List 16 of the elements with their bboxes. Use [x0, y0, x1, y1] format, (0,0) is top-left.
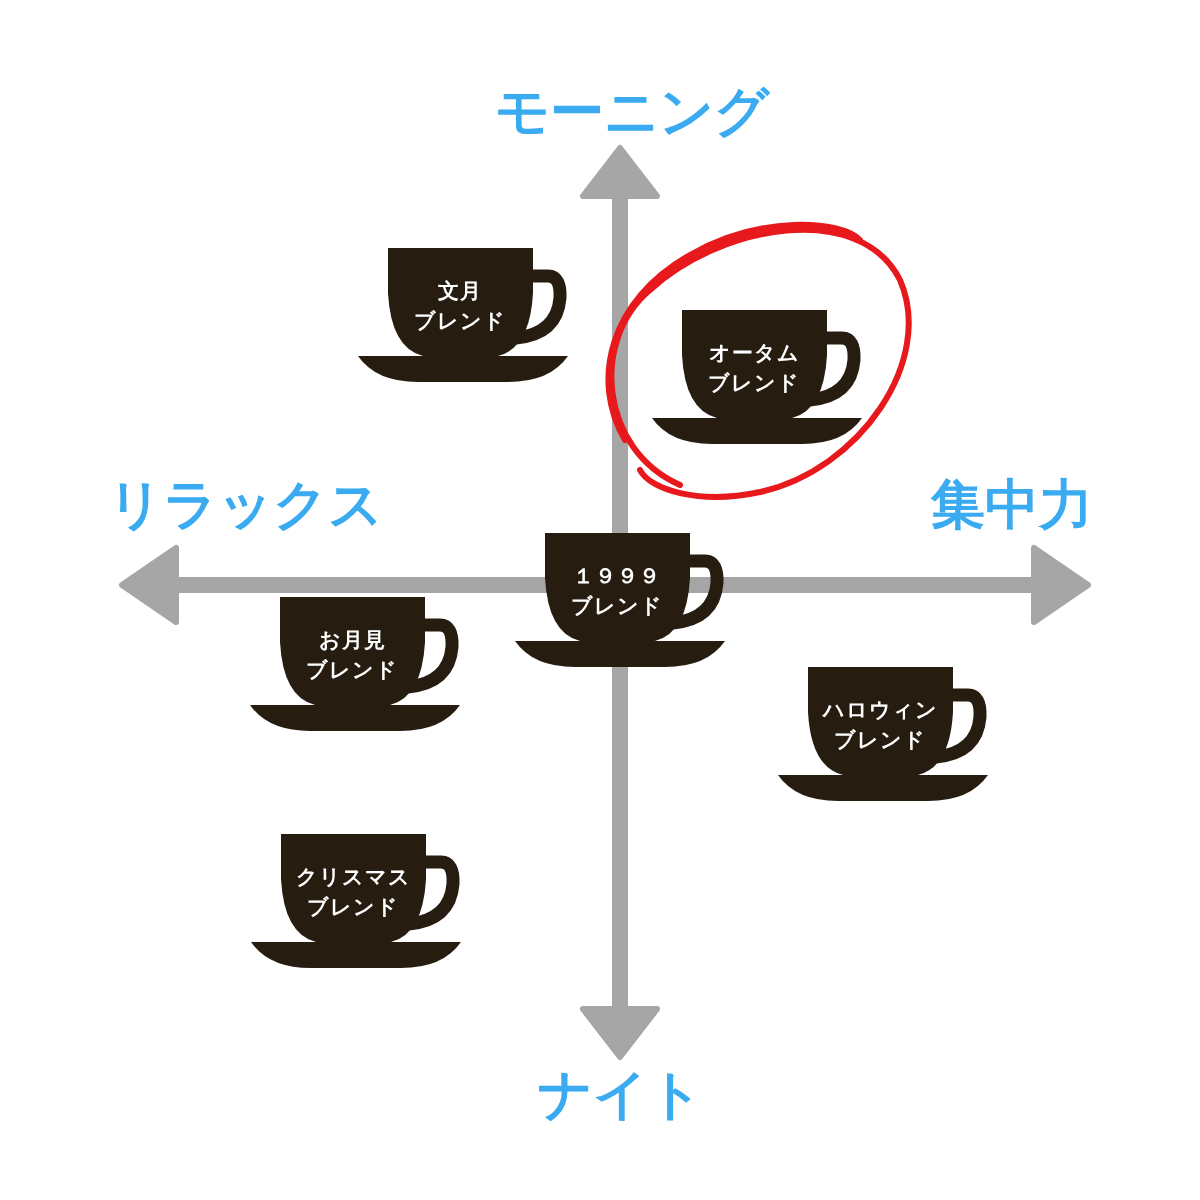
blend-name: クリスマス: [294, 864, 412, 891]
blend-name: ブレンド: [707, 370, 801, 397]
blend-name: 文月: [437, 278, 483, 305]
axis-label: リラックス: [107, 478, 383, 532]
blend-name: ハロウィン: [821, 697, 939, 724]
blend-name: ブレンド: [833, 727, 927, 754]
blend-name: ブレンド: [570, 593, 664, 620]
blend-name: お月見: [317, 627, 387, 654]
blend-name: ブレンド: [305, 657, 399, 684]
blend-name: ブレンド: [413, 308, 507, 335]
blend-name: ブレンド: [306, 894, 400, 921]
axis-label: モーニング: [495, 85, 769, 139]
blend-name: １９９９: [572, 563, 662, 590]
axis-label: ナイト: [537, 1068, 703, 1122]
axis-label: 集中力: [931, 478, 1093, 532]
blend-name: オータム: [707, 340, 801, 367]
